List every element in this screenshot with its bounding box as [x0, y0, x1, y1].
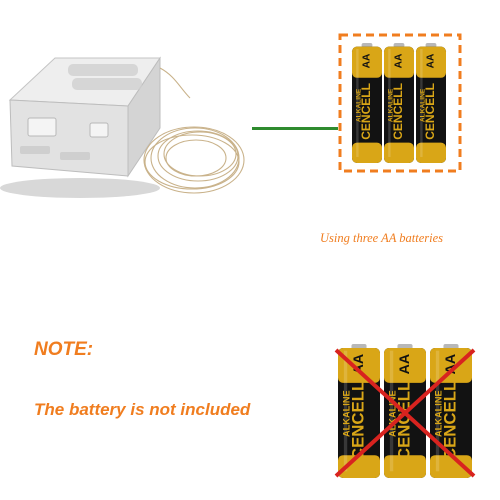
battery-group-bottom: CENCELLALKALINEAACENCELLALKALINEAACENCEL…: [334, 344, 476, 478]
battery-size-label: AA: [397, 354, 413, 375]
battery-brand-label: CENCELL: [391, 83, 405, 140]
battery-group-top: CENCELLALKALINEAACENCELLALKALINEAACENCEL…: [338, 33, 462, 173]
battery-brand-label: CENCELL: [394, 381, 413, 460]
battery-brand-label: CENCELL: [348, 381, 367, 460]
box-shadow: [0, 178, 160, 198]
note-text: The battery is not included: [34, 400, 251, 419]
battery-type-label: ALKALINE: [342, 390, 352, 437]
caption-text: Using three AA batteries: [320, 231, 444, 245]
battery-type-label: ALKALINE: [388, 390, 398, 437]
battery-brand-label: CENCELL: [440, 381, 459, 460]
battery-brand-label: CENCELL: [423, 83, 437, 140]
battery-box-photo: [0, 28, 252, 206]
battery-type-label: ALKALINE: [434, 390, 444, 437]
connector-line: [252, 127, 338, 130]
battery-type-label: ALKALINE: [419, 88, 426, 122]
wire-coil-icon: [143, 67, 245, 194]
battery-cells-top: CENCELLALKALINEAACENCELLALKALINEAACENCEL…: [352, 43, 446, 163]
note-label: NOTE:: [34, 339, 94, 360]
battery-brand-label: CENCELL: [359, 83, 373, 140]
battery-type-label: ALKALINE: [387, 88, 394, 122]
battery-type-label: ALKALINE: [355, 88, 362, 122]
battery-size-label: AA: [426, 53, 437, 68]
dashed-frame: [338, 33, 462, 173]
battery-size-label: AA: [362, 53, 373, 68]
cross-out-icon: [334, 348, 476, 478]
battery-box-icon: [8, 56, 161, 178]
battery-size-label: AA: [394, 53, 405, 68]
